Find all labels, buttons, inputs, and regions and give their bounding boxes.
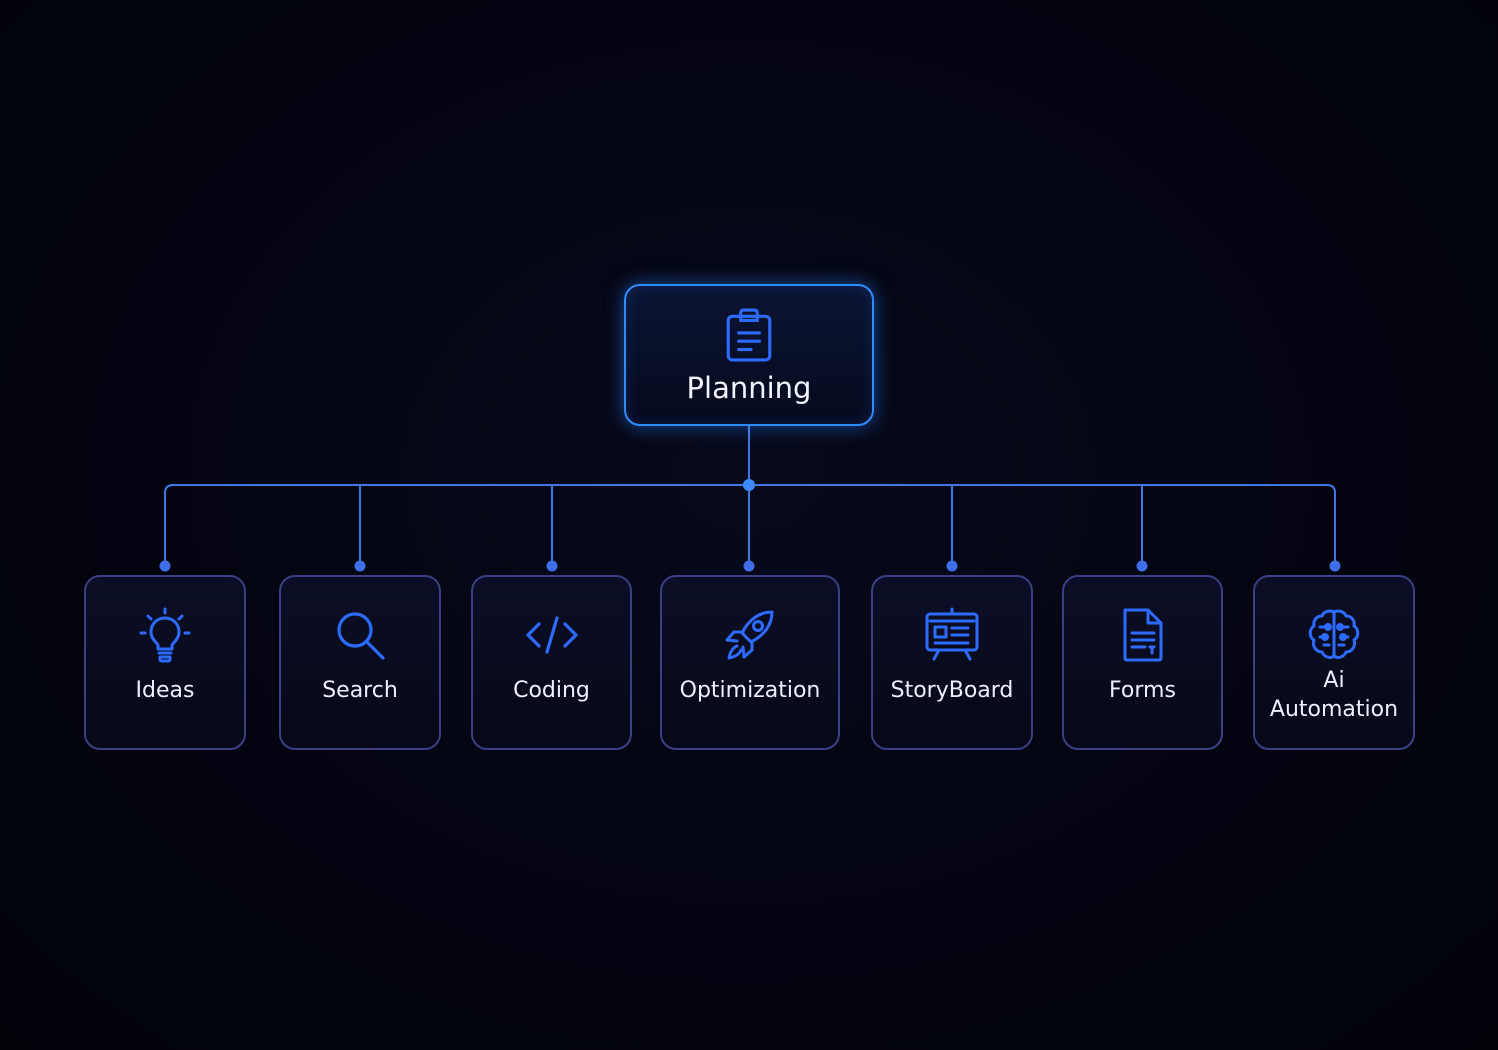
lightbulb-icon	[137, 607, 193, 663]
junction-dot	[743, 479, 755, 491]
ai-automation-label: Ai Automation	[1269, 668, 1399, 722]
storyboard-label: StoryBoard	[890, 678, 1014, 703]
connector-dot-coding	[546, 560, 558, 572]
coding-node[interactable]: Coding	[471, 575, 632, 750]
planning-label: Planning	[686, 370, 812, 405]
search-label: Search	[322, 678, 398, 703]
connector-dot-storyboard	[946, 560, 958, 572]
brain-icon	[1306, 607, 1362, 663]
forms-label: Forms	[1109, 678, 1176, 703]
connector-dot-ideas	[159, 560, 171, 572]
rocket-icon	[722, 607, 778, 663]
connector-dot-forms	[1136, 560, 1148, 572]
search-icon	[332, 607, 388, 663]
planning-node[interactable]: Planning	[624, 284, 874, 426]
search-node[interactable]: Search	[279, 575, 441, 750]
document-icon	[1115, 607, 1171, 663]
ideas-node[interactable]: Ideas	[84, 575, 246, 750]
storyboard-node[interactable]: StoryBoard	[871, 575, 1033, 750]
connector-dot-ai-automation	[1329, 560, 1341, 572]
ai-automation-node[interactable]: Ai Automation	[1253, 575, 1415, 750]
code-icon	[524, 607, 580, 663]
clipboard-icon	[724, 308, 774, 362]
connector-dot-search	[354, 560, 366, 572]
storyboard-icon	[924, 607, 980, 663]
optimization-label: Optimization	[679, 678, 821, 703]
optimization-node[interactable]: Optimization	[660, 575, 840, 750]
ideas-label: Ideas	[135, 678, 195, 703]
connector-dot-optimization	[743, 560, 755, 572]
forms-node[interactable]: Forms	[1062, 575, 1223, 750]
coding-label: Coding	[513, 678, 590, 703]
